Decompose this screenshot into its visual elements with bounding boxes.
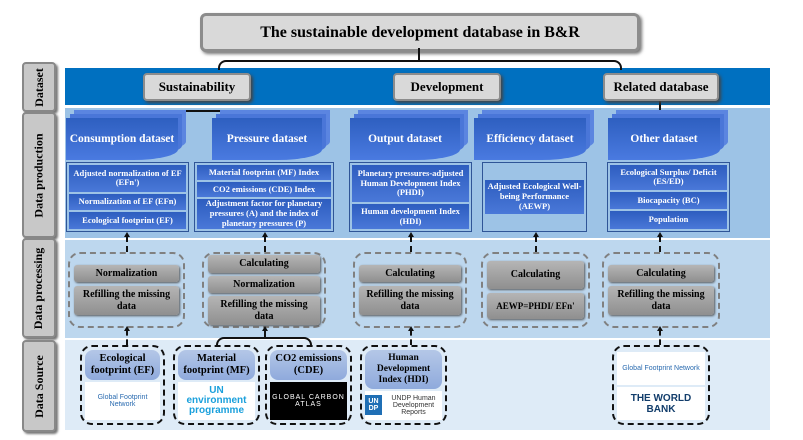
output-dataset: Output dataset	[350, 118, 460, 160]
title-connector	[418, 48, 420, 60]
related-connector	[659, 98, 661, 112]
output-list: Planetary pressures-adjusted Human Devel…	[349, 162, 472, 232]
arrow-icon	[262, 232, 268, 252]
row-label-dataset: Dataset	[22, 62, 56, 112]
process-step: Refilling the missing data	[359, 286, 461, 316]
arrow-icon	[533, 232, 539, 252]
process-step: Refilling the missing data	[208, 296, 320, 325]
row-label-text: Data processing	[31, 247, 46, 329]
global-footprint-network-logo: Global Footprint Network	[85, 382, 160, 420]
process-step: Calculating	[359, 264, 461, 283]
efficiency-list: Adjusted Ecological Well-being Performan…	[482, 162, 587, 232]
process-step: Calculating	[487, 261, 584, 289]
other-dataset: Other dataset	[608, 118, 720, 160]
row-label-text: Dataset	[31, 67, 46, 107]
source-title: Human Development Index (HDI)	[365, 350, 442, 389]
list-item: Adjusted Ecological Well-being Performan…	[485, 180, 584, 214]
process-step: Refilling the missing data	[608, 286, 714, 316]
source-brace	[216, 337, 312, 345]
source-title: CO2 emissions (CDE)	[270, 350, 347, 381]
other-list: Ecological Surplus/ Deficit (ES/ED) Bioc…	[607, 162, 730, 232]
processing-group-output: Calculating Refilling the missing data	[353, 252, 467, 328]
global-footprint-network-logo: Global Footprint Network	[617, 352, 705, 385]
row-label-data-production: Data production	[22, 112, 56, 238]
arrow-icon	[408, 232, 414, 252]
processing-group-pressure: Calculating Normalization Refilling the …	[202, 252, 326, 328]
category-development: Development	[393, 73, 501, 101]
list-item: Adjustment factor for planetary pressure…	[197, 198, 331, 229]
processing-group-consumption: Normalization Refilling the missing data	[68, 252, 185, 328]
world-bank-logo: THE WORLD BANK	[617, 387, 705, 420]
pressure-dataset: Pressure dataset	[212, 118, 322, 160]
global-carbon-atlas-logo: GLOBAL CARBON ATLAS	[270, 382, 347, 420]
row-label-data-source: Data Source	[22, 340, 56, 432]
process-step: Refilling the missing data	[74, 286, 179, 316]
row-label-text: Data production	[31, 132, 46, 218]
undp-logo-text: UNDP Human Development Reports	[391, 394, 436, 416]
arrow-icon	[657, 326, 663, 345]
un-environment-logo: UN environment programme	[178, 382, 255, 420]
processing-group-efficiency: Calculating AEWP=PHDI/ EFn'	[481, 252, 590, 328]
consumption-list: Adjusted normalization of EF (EFn') Norm…	[66, 162, 189, 232]
arrow-icon	[408, 326, 414, 345]
source-cde: CO2 emissions (CDE) GLOBAL CARBON ATLAS	[265, 345, 352, 425]
arrow-icon	[124, 232, 130, 252]
source-other: Global Footprint Network THE WORLD BANK	[612, 345, 710, 425]
list-item: Normalization of EF (EFn)	[69, 193, 186, 211]
source-ef: Ecological footprint (EF) Global Footpri…	[80, 345, 165, 425]
process-step: AEWP=PHDI/ EFn'	[487, 292, 584, 319]
process-step: Normalization	[208, 275, 320, 293]
list-item: Population	[610, 211, 727, 229]
process-step: Calculating	[208, 255, 320, 273]
list-item: CO2 emissions (CDE) Index	[197, 182, 331, 197]
row-label-data-processing: Data processing	[22, 238, 56, 338]
process-step: Normalization	[74, 264, 179, 283]
processing-group-other: Calculating Refilling the missing data	[602, 252, 720, 328]
list-item: Planetary pressures-adjusted Human Devel…	[352, 165, 469, 203]
title-brace	[218, 60, 622, 70]
list-item: Ecological footprint (EF)	[69, 212, 186, 230]
source-title: Material footprint (MF)	[178, 350, 255, 381]
list-item: Biocapacity (BC)	[610, 191, 727, 210]
list-item: Ecological Surplus/ Deficit (ES/ED)	[610, 165, 727, 190]
list-item: Adjusted normalization of EF (EFn')	[69, 165, 186, 192]
source-title: Ecological footprint (EF)	[85, 350, 160, 381]
category-related-database: Related database	[603, 73, 719, 101]
pressure-list: Material footprint (MF) Index CO2 emissi…	[194, 162, 334, 232]
source-mf: Material footprint (MF) UN environment p…	[173, 345, 260, 425]
arrow-icon	[124, 326, 130, 345]
development-brace	[373, 110, 461, 120]
list-item: Material footprint (MF) Index	[197, 165, 331, 180]
arrow-icon	[657, 232, 663, 252]
list-item: Human development Index (HDI)	[352, 204, 469, 229]
consumption-dataset: Consumption dataset	[66, 118, 178, 160]
arrow-icon	[262, 326, 268, 338]
process-step: Calculating	[608, 264, 714, 283]
row-label-text: Data Source	[31, 354, 46, 418]
sustainability-brace	[96, 110, 246, 120]
category-sustainability: Sustainability	[143, 73, 251, 101]
efficiency-dataset: Efficiency dataset	[474, 118, 586, 160]
diagram-title: The sustainable development database in …	[200, 13, 640, 52]
